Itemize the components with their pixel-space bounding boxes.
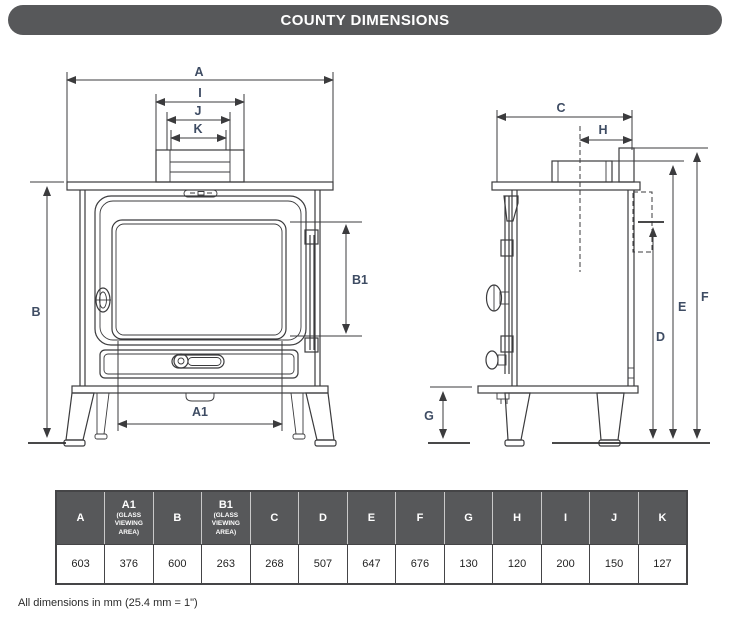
header-cell-h: H bbox=[492, 490, 542, 545]
header-cell-a1: A1(GLASS VIEWING AREA) bbox=[104, 490, 154, 545]
header-cell-a: A bbox=[55, 490, 106, 545]
footnote: All dimensions in mm (25.4 mm = 1") bbox=[18, 597, 198, 609]
side-view-drawing bbox=[477, 147, 710, 447]
header-cell-f: F bbox=[395, 490, 445, 545]
value-cell-j: 150 bbox=[589, 544, 639, 585]
dimension-table-header-row: A A1(GLASS VIEWING AREA) B B1(GLASS VIEW… bbox=[55, 490, 688, 545]
dim-label-h: H bbox=[598, 123, 607, 137]
dim-h: H bbox=[579, 123, 633, 272]
value-cell-k: 127 bbox=[637, 544, 688, 585]
dim-b1: B1 bbox=[290, 221, 368, 337]
value-cell-d: 507 bbox=[298, 544, 348, 585]
value-cell-e: 647 bbox=[346, 544, 397, 585]
value-cell-b1: 263 bbox=[201, 544, 251, 585]
dimension-table-values-row: 603 376 600 263 268 507 647 676 130 120 … bbox=[55, 544, 688, 585]
header-cell-c: C bbox=[249, 490, 300, 545]
dim-b: B bbox=[28, 181, 66, 444]
door-handle bbox=[95, 287, 111, 313]
dim-label-k: K bbox=[193, 122, 202, 136]
glass-viewing-area bbox=[111, 219, 287, 340]
dim-label-b1: B1 bbox=[352, 273, 368, 287]
front-view-drawing bbox=[63, 149, 337, 447]
header-cell-b: B bbox=[152, 490, 203, 545]
dim-k: K bbox=[170, 122, 227, 150]
header-cell-e: E bbox=[346, 490, 397, 545]
value-cell-g: 130 bbox=[443, 544, 494, 585]
dim-label-a: A bbox=[194, 65, 203, 79]
header-cell-b1: B1(GLASS VIEWING AREA) bbox=[201, 490, 251, 545]
dim-label-b: B bbox=[31, 305, 40, 319]
value-cell-a: 603 bbox=[55, 544, 106, 585]
dim-label-f: F bbox=[701, 290, 709, 304]
dimensions-diagram: A I J K B B1 bbox=[28, 65, 710, 447]
value-cell-c: 268 bbox=[249, 544, 300, 585]
dim-g: G bbox=[424, 386, 472, 444]
dim-label-j: J bbox=[195, 104, 202, 118]
title-bar: COUNTY DIMENSIONS bbox=[8, 5, 722, 35]
dim-label-g: G bbox=[424, 409, 434, 423]
dim-label-e: E bbox=[678, 300, 686, 314]
value-cell-b: 600 bbox=[152, 544, 203, 585]
dim-d: D bbox=[649, 227, 665, 439]
air-vent-control bbox=[183, 189, 218, 198]
dim-label-d: D bbox=[656, 330, 665, 344]
dim-label-a1: A1 bbox=[192, 405, 208, 419]
door-hinge bbox=[304, 229, 319, 353]
dim-j: J bbox=[166, 104, 231, 150]
page-title: COUNTY DIMENSIONS bbox=[280, 11, 450, 29]
dim-e: E bbox=[612, 160, 686, 439]
ash-drawer bbox=[99, 349, 299, 379]
dim-a: A bbox=[66, 65, 334, 182]
header-cell-j: J bbox=[589, 490, 639, 545]
value-cell-h: 120 bbox=[492, 544, 542, 585]
header-cell-k: K bbox=[637, 490, 688, 545]
value-cell-a1: 376 bbox=[104, 544, 154, 585]
side-door-hardware bbox=[485, 195, 519, 374]
dimension-table: A A1(GLASS VIEWING AREA) B B1(GLASS VIEW… bbox=[55, 490, 688, 585]
value-cell-f: 676 bbox=[395, 544, 445, 585]
dim-a1: A1 bbox=[117, 341, 283, 431]
dim-label-i: I bbox=[198, 86, 201, 100]
dim-f: F bbox=[634, 147, 709, 439]
header-cell-i: I bbox=[540, 490, 591, 545]
dim-i: I bbox=[155, 86, 245, 150]
header-cell-g: G bbox=[443, 490, 494, 545]
value-cell-i: 200 bbox=[540, 544, 591, 585]
dim-label-c: C bbox=[556, 101, 565, 115]
header-cell-d: D bbox=[298, 490, 348, 545]
